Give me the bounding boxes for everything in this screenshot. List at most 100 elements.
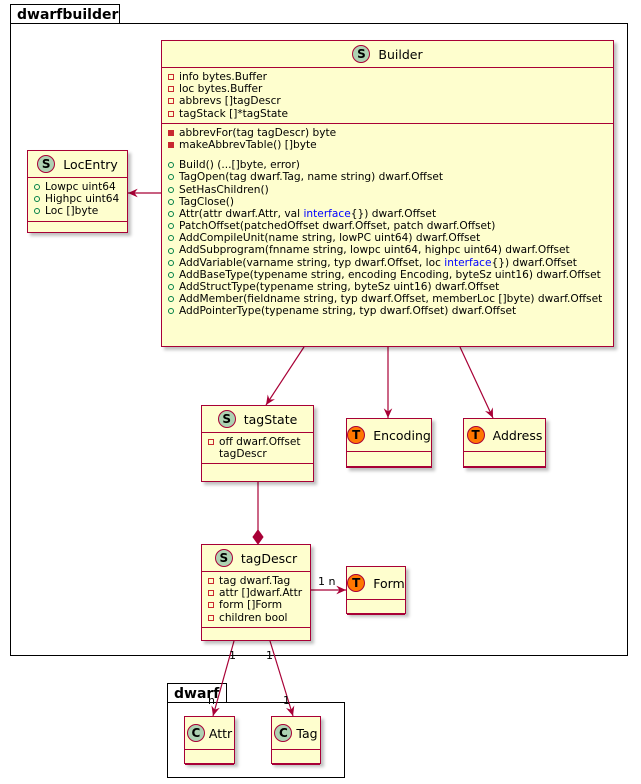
public-method-icon <box>168 210 174 217</box>
class-tag[interactable]: C Tag <box>271 716 321 765</box>
builder-method: SetHasChildren() <box>168 184 607 196</box>
tagdescr-fields: tag dwarf.Tag attr []dwarf.Attr form []F… <box>202 571 310 627</box>
public-method-icon <box>168 162 174 169</box>
builder-method-text: AddSubprogram(fnname string, lowpc uint6… <box>179 244 570 257</box>
class-header-tagstate: S tagState <box>202 406 313 432</box>
type-stereotype-icon: T <box>347 426 366 444</box>
builder-method: Build() (...[]byte, error) <box>168 159 607 171</box>
address-fields <box>464 451 545 466</box>
builder-method: AddPointerType(typename string, typ dwar… <box>168 305 607 317</box>
public-method-icon <box>168 247 174 254</box>
class-header-locentry: S LocEntry <box>28 151 127 177</box>
edge-tagdescr-attr <box>211 640 235 717</box>
multiplicity-tagdescr-attr-dst: n <box>208 694 215 707</box>
class-stereotype-icon: C <box>186 724 205 742</box>
class-header-encoding: T Encoding <box>347 419 431 451</box>
public-method-icon <box>168 174 174 181</box>
attr-fields <box>185 749 234 764</box>
form-methods <box>347 614 405 629</box>
class-tagdescr[interactable]: S tagDescr tag dwarf.Tag attr []dwarf.At… <box>201 544 311 641</box>
package-tab-dwarfbuilder: dwarfbuilder <box>10 4 120 24</box>
builder-method: PatchOffset(patchedOffset dwarf.Offset, … <box>168 220 607 232</box>
locentry-field: Loc []byte <box>34 205 121 217</box>
class-form[interactable]: T Form <box>346 566 406 615</box>
builder-method: makeAbbrevTable() []byte <box>168 139 607 151</box>
builder-method-text: AddCompileUnit(name string, lowPC uint64… <box>179 232 481 245</box>
class-name-tagdescr: tagDescr <box>240 550 298 566</box>
class-attr[interactable]: C Attr <box>184 716 235 765</box>
public-method-icon <box>168 223 174 230</box>
keyword-interface: interface <box>303 207 351 220</box>
package-tab-dwarf: dwarf <box>167 683 227 703</box>
tag-fields <box>272 749 320 764</box>
edge-builder-tagstate <box>265 346 305 406</box>
keyword-interface: interface <box>444 256 492 269</box>
private-icon <box>168 74 174 81</box>
class-builder[interactable]: S Builder info bytes.Buffer loc bytes.Bu… <box>161 40 614 347</box>
builder-method: TagClose() <box>168 196 607 208</box>
builder-method: abbrevFor(tag tagDescr) byte <box>168 127 607 139</box>
builder-field: tagStack []*tagState <box>168 108 607 120</box>
builder-field: loc bytes.Buffer <box>168 83 607 95</box>
private-method-icon <box>168 142 174 149</box>
class-address[interactable]: T Address <box>463 418 546 468</box>
encoding-fields <box>347 451 431 466</box>
multiplicity-tagdescr-tag-dst: 1 <box>283 694 290 707</box>
class-stereotype-icon: C <box>274 724 293 742</box>
public-method-icon <box>168 308 174 315</box>
class-name-form: Form <box>373 575 405 591</box>
tagdescr-field: form []Form <box>208 599 304 611</box>
public-method-icon <box>168 198 174 205</box>
public-method-icon <box>168 296 174 303</box>
public-method-icon <box>168 186 174 193</box>
builder-method-text: AddBaseType(typename string, encoding En… <box>179 268 601 281</box>
edge-builder-address <box>459 346 494 419</box>
builder-method-text: AddStructType(typename string, byteSz ui… <box>179 281 500 293</box>
builder-field: abbrevs []tagDescr <box>168 95 607 107</box>
multiplicity-tagdescr-form: 1 n <box>318 575 336 588</box>
private-icon <box>168 86 174 93</box>
builder-fields: info bytes.Buffer loc bytes.Buffer abbre… <box>162 67 613 123</box>
builder-method: AddStructType(typename string, byteSz ui… <box>168 281 607 293</box>
builder-method-text: SetHasChildren() <box>179 183 269 196</box>
builder-method-text: TagClose() <box>179 195 235 208</box>
private-icon <box>208 578 214 585</box>
builder-method: AddMember(fieldname string, typ dwarf.Of… <box>168 293 607 305</box>
builder-method-text: PatchOffset(patchedOffset dwarf.Offset, … <box>179 220 496 233</box>
public-method-icon <box>168 271 174 278</box>
builder-method: AddVariable(varname string, typ dwarf.Of… <box>168 257 607 269</box>
private-icon <box>168 98 174 105</box>
class-name-locentry: LocEntry <box>63 156 118 172</box>
class-locentry[interactable]: S LocEntry Lowpc uint64 Highpc uint64 Lo… <box>27 150 128 233</box>
public-method-icon <box>168 235 174 242</box>
public-icon <box>34 196 40 203</box>
edge-tagdescr-tag <box>269 640 295 717</box>
locentry-field: Highpc uint64 <box>34 193 121 205</box>
class-tagstate[interactable]: S tagState off dwarf.Offset tagDescr <box>201 405 314 482</box>
form-fields <box>347 599 405 614</box>
builder-method-text: AddVariable(varname string, typ dwarf.Of… <box>179 256 577 269</box>
private-icon <box>208 602 214 609</box>
struct-stereotype-icon: S <box>214 549 233 567</box>
public-icon <box>34 208 40 215</box>
tagstate-field: tagDescr <box>219 448 267 461</box>
encoding-methods <box>347 466 431 481</box>
class-header-attr: C Attr <box>185 717 234 749</box>
private-method-icon <box>168 129 174 136</box>
class-header-form: T Form <box>347 567 405 599</box>
class-header-tagdescr: S tagDescr <box>202 545 310 571</box>
tagdescr-field: tag dwarf.Tag <box>208 575 304 587</box>
struct-stereotype-icon: S <box>217 410 236 428</box>
class-name-attr: Attr <box>208 725 233 741</box>
tagstate-methods <box>202 463 313 478</box>
struct-stereotype-icon: S <box>37 155 56 173</box>
locentry-methods <box>28 220 127 236</box>
type-stereotype-icon: T <box>466 426 485 444</box>
class-encoding[interactable]: T Encoding <box>346 418 432 468</box>
composition-diamond <box>252 529 264 545</box>
locentry-fields: Lowpc uint64 Highpc uint64 Loc []byte <box>28 177 127 221</box>
class-name-tagstate: tagState <box>243 411 298 427</box>
builder-method: AddBaseType(typename string, encoding En… <box>168 269 607 281</box>
builder-method-text: Attr(attr dwarf.Attr, val interface{}) d… <box>179 207 437 220</box>
